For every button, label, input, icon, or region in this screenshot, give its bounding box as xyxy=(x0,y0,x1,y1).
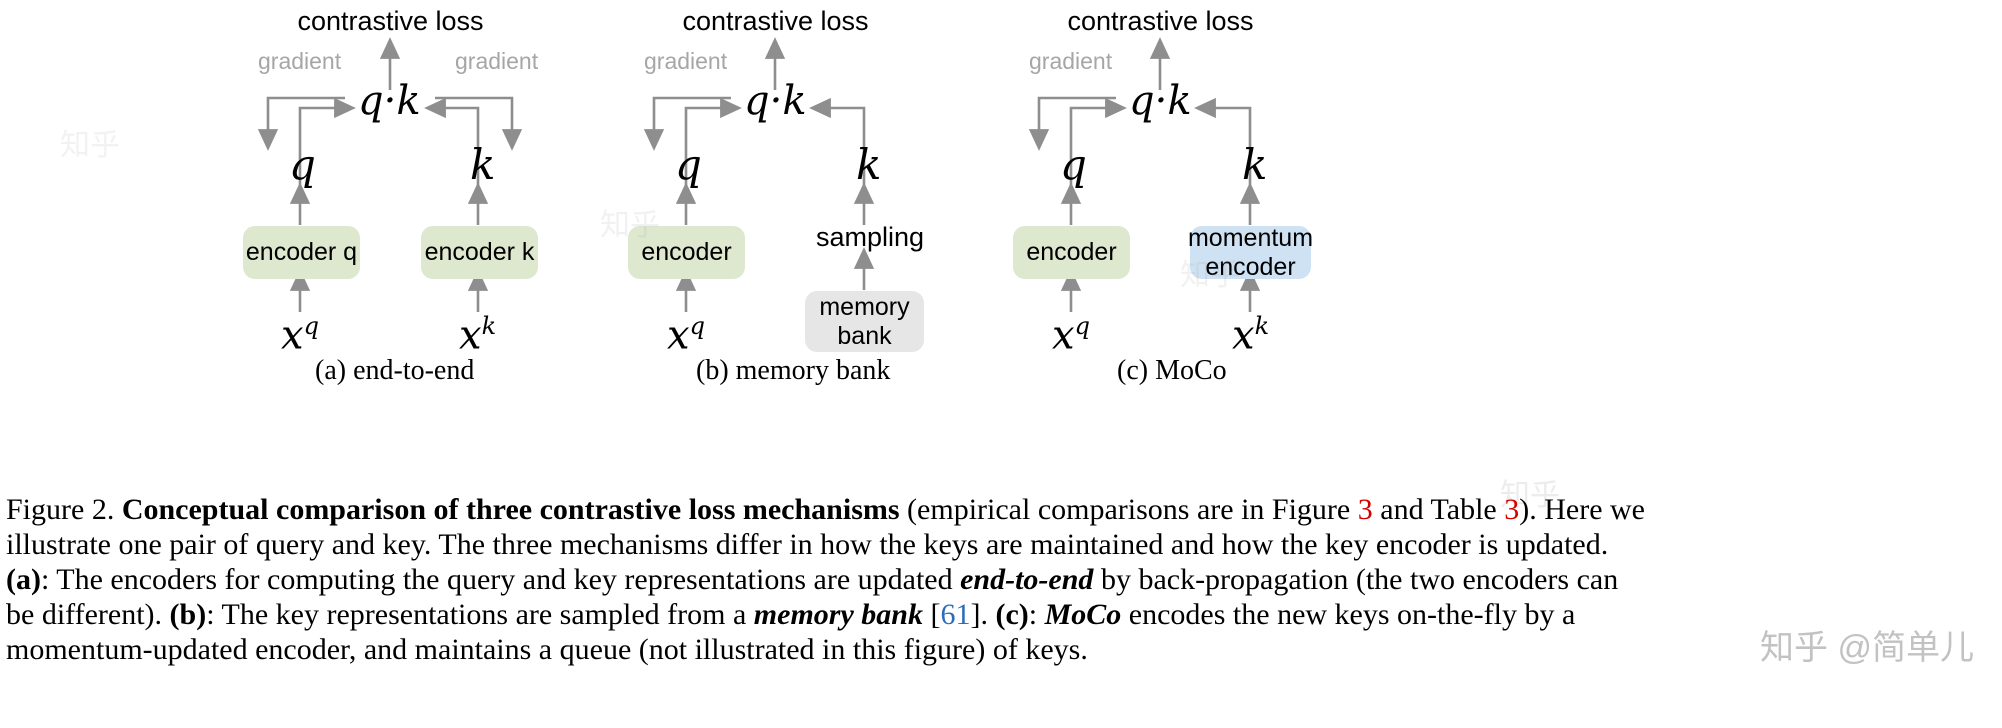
panel-c-input-xk-base: x xyxy=(1232,312,1255,359)
panel-c-input-xk-sup: k xyxy=(1254,312,1270,340)
panel-c-query-variable: q xyxy=(1060,140,1087,189)
panel-a-gradient-label-right: gradient xyxy=(455,48,539,74)
panel-c-key-variable: k xyxy=(1242,140,1268,189)
panel-b-contrastive-loss-label: contrastive loss xyxy=(682,6,869,36)
panel-c-momentum-encoder-label-line2: encoder xyxy=(1205,252,1296,281)
caption-line4-d: ]. xyxy=(970,598,996,631)
caption-line3-b: by back-propagation (the two encoders ca… xyxy=(1093,563,1619,596)
panel-c-gradient-label-left: gradient xyxy=(1029,48,1113,74)
panel-b-query-variable: q xyxy=(675,140,702,189)
panel-c-dot-product: q·k xyxy=(1129,78,1192,124)
caption-line-1: Figure 2. Conceptual comparison of three… xyxy=(6,492,1996,527)
panel-a-input-xq-base: x xyxy=(281,312,304,359)
caption-ref-61[interactable]: 61 xyxy=(940,598,971,631)
panel-c-contrastive-loss-label: contrastive loss xyxy=(1067,6,1254,36)
panel-b-input-xq: xq xyxy=(667,312,705,358)
caption-emphasis-memory-bank: memory bank xyxy=(753,598,923,631)
caption-figure-number: Figure 2. xyxy=(6,493,115,526)
panel-a-query-variable: q xyxy=(289,140,316,189)
panel-b-memory-bank-label-line1: memory xyxy=(819,292,910,321)
caption-line-5: momentum-updated encoder, and maintains … xyxy=(6,632,1996,667)
caption-emphasis-end-to-end: end-to-end xyxy=(960,563,1094,596)
panel-b-encoder-box[interactable]: encoder xyxy=(628,226,745,279)
caption-label-c: (c) xyxy=(995,598,1029,631)
caption-line4-a: be different). xyxy=(6,598,170,631)
panel-a-input-xq: xq xyxy=(281,312,319,358)
panel-b-memory-bank-label-line2: bank xyxy=(837,321,892,350)
panel-c-input-xq-base: x xyxy=(1052,312,1075,359)
caption-line1-c: ). Here we xyxy=(1519,493,1645,526)
figure-diagram: contrastive loss gradient gradient q·k q… xyxy=(60,6,1560,512)
panel-c-input-xq-sup: q xyxy=(1074,312,1090,340)
caption-line3-a: : The encoders for computing the query a… xyxy=(40,563,961,596)
panel-a-input-xk-base: x xyxy=(459,312,482,359)
panel-b-gradient-label-left: gradient xyxy=(644,48,728,74)
panel-a-input-xq-sup: q xyxy=(303,312,319,340)
caption-line2-text: illustrate one pair of query and key. Th… xyxy=(6,528,1609,561)
panel-b-memory-bank-box[interactable]: memory bank xyxy=(805,291,924,352)
caption-label-b: (b) xyxy=(169,598,207,631)
caption-ref-figure-3[interactable]: 3 xyxy=(1357,493,1373,526)
panel-c-input-xk: xk xyxy=(1232,312,1269,358)
panel-a-dot-product: q·k xyxy=(358,78,421,124)
panel-c-encoder-label: encoder xyxy=(1026,238,1117,267)
panel-a-encoder-k-label: encoder k xyxy=(424,238,535,267)
caption-line-2: illustrate one pair of query and key. Th… xyxy=(6,527,1996,562)
caption-line-3: (a): The encoders for computing the quer… xyxy=(6,562,1996,597)
panel-b-encoder-label: encoder xyxy=(641,238,732,267)
caption-line4-f: encodes the new keys on-the-fly by a xyxy=(1121,598,1576,631)
panel-b-input-xq-sup: q xyxy=(689,312,705,340)
panel-c-caption: (c) MoCo xyxy=(1117,355,1227,386)
panel-b-key-variable: k xyxy=(856,140,882,189)
caption-emphasis-moco: MoCo xyxy=(1044,598,1122,631)
caption-line-4: be different). (b): The key representati… xyxy=(6,597,1996,632)
figure-caption: Figure 2. Conceptual comparison of three… xyxy=(6,492,1996,667)
panel-b-dot-product: q·k xyxy=(744,78,807,124)
panel-a-encoder-k-box[interactable]: encoder k xyxy=(421,226,538,279)
panel-b-sampling-label: sampling xyxy=(816,222,925,252)
panel-a-encoder-q-box[interactable]: encoder q xyxy=(243,226,360,279)
caption-line4-e: : xyxy=(1028,598,1045,631)
caption-label-a: (a) xyxy=(6,563,41,596)
panel-c-input-xq: xq xyxy=(1052,312,1090,358)
caption-line4-c: [ xyxy=(922,598,941,631)
panel-c-momentum-encoder-box[interactable]: momentum encoder xyxy=(1187,223,1314,281)
panel-a-gradient-label-left: gradient xyxy=(258,48,342,74)
caption-line5-text: momentum-updated encoder, and maintains … xyxy=(6,633,1088,666)
panel-c-encoder-box[interactable]: encoder xyxy=(1013,226,1130,279)
panel-a-contrastive-loss-label: contrastive loss xyxy=(297,6,484,36)
panel-b-input-xq-base: x xyxy=(667,312,690,359)
panel-a-input-xk-sup: k xyxy=(481,312,497,340)
caption-line4-b: : The key representations are sampled fr… xyxy=(206,598,754,631)
panel-b-caption: (b) memory bank xyxy=(696,355,891,386)
panel-c-momentum-encoder-label-line1: momentum xyxy=(1187,223,1314,252)
caption-line1-a: (empirical comparisons are in Figure xyxy=(899,493,1358,526)
caption-ref-table-3[interactable]: 3 xyxy=(1504,493,1520,526)
panel-a-encoder-q-label: encoder q xyxy=(245,238,358,267)
panel-a-caption: (a) end-to-end xyxy=(315,355,475,386)
caption-line1-b: and Table xyxy=(1372,493,1505,526)
caption-bold-title: Conceptual comparison of three contrasti… xyxy=(121,493,900,526)
panel-a-input-xk: xk xyxy=(459,312,496,358)
panel-a-key-variable: k xyxy=(470,140,496,189)
watermark-faint-3: 知乎 xyxy=(60,129,120,162)
